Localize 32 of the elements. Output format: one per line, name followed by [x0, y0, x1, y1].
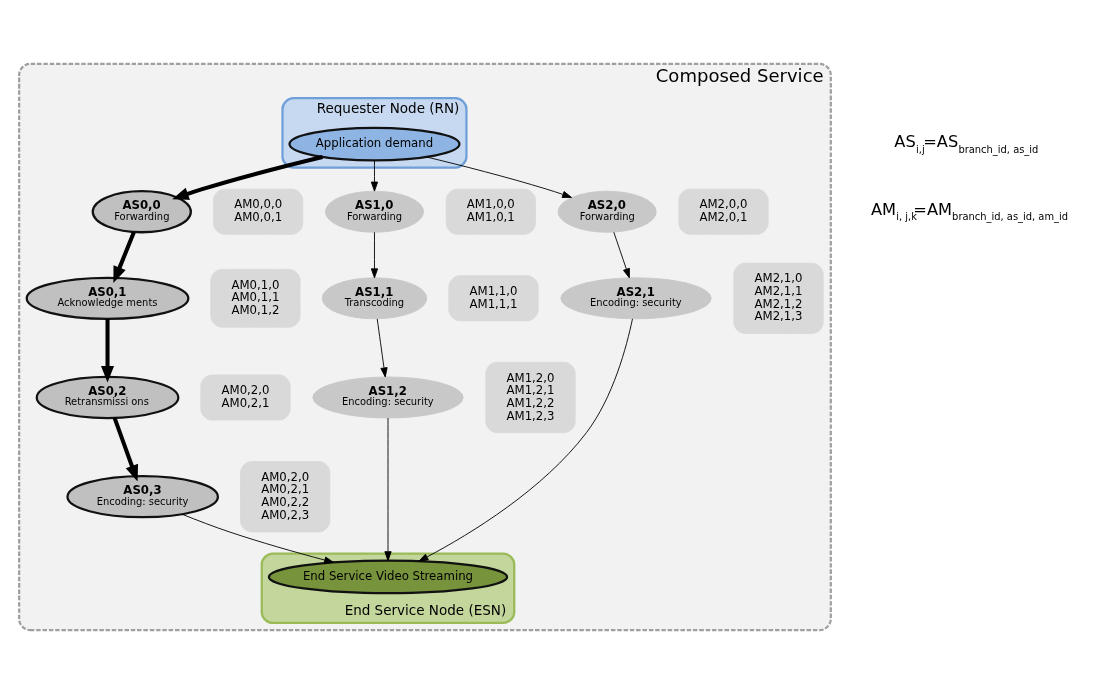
node-box: AM0,0,0 AM0,0,1	[213, 188, 304, 235]
arrow	[181, 513, 335, 564]
arrow	[376, 317, 388, 377]
node-ellipse: AS0,1 Acknowledge ments	[25, 276, 190, 320]
arrow	[613, 231, 630, 278]
node-ellipse: AS1,2 Encoding: security	[312, 376, 464, 418]
node-box: AM2,0,0 AM2,0,1	[678, 188, 769, 235]
arrow	[101, 318, 115, 382]
label: AM$_{i, j,k}$=AM$_{branch_id, as_id, am_id}$	[870, 199, 1069, 222]
node-box: AM0,2,0 AM0,2,1	[200, 374, 291, 420]
node-ellipse: End Service Video Streaming	[267, 559, 509, 594]
node-ellipse: AS1,1 Transcoding	[321, 276, 428, 319]
arrow	[113, 231, 136, 283]
arrow	[418, 317, 633, 562]
node-box: AM0,2,0 AM0,2,1 AM0,2,2 AM0,2,3	[240, 460, 331, 532]
arrow	[426, 156, 572, 198]
node-box: AM1,1,0 AM1,1,1	[448, 274, 539, 321]
node-box: AM2,1,0 AM2,1,1 AM2,1,2 AM2,1,3	[733, 262, 824, 334]
node-box: AM0,1,0 AM0,1,1 AM0,1,2	[210, 268, 301, 328]
arrow	[370, 159, 379, 192]
arrow	[384, 417, 392, 561]
arrow	[112, 416, 139, 482]
node-ellipse: AS2,1 Encoding: security	[560, 276, 712, 319]
node-box: AM1,0,0 AM1,0,1	[445, 188, 536, 235]
node-box: AM1,2,0 AM1,2,1 AM1,2,2 AM1,2,3	[485, 361, 576, 433]
node-ellipse: Application demand	[288, 126, 461, 161]
arrow	[172, 154, 323, 200]
node-ellipse: AS0,3 Encoding: security	[66, 474, 220, 518]
arrow	[370, 231, 379, 278]
node-ellipse: AS0,2 Retransmissi ons	[35, 375, 180, 419]
node-ellipse: AS1,0 Forwarding	[324, 190, 424, 233]
label: AS$_{i,j}$=AS$_{branch_id, as_id}$	[894, 131, 1039, 155]
